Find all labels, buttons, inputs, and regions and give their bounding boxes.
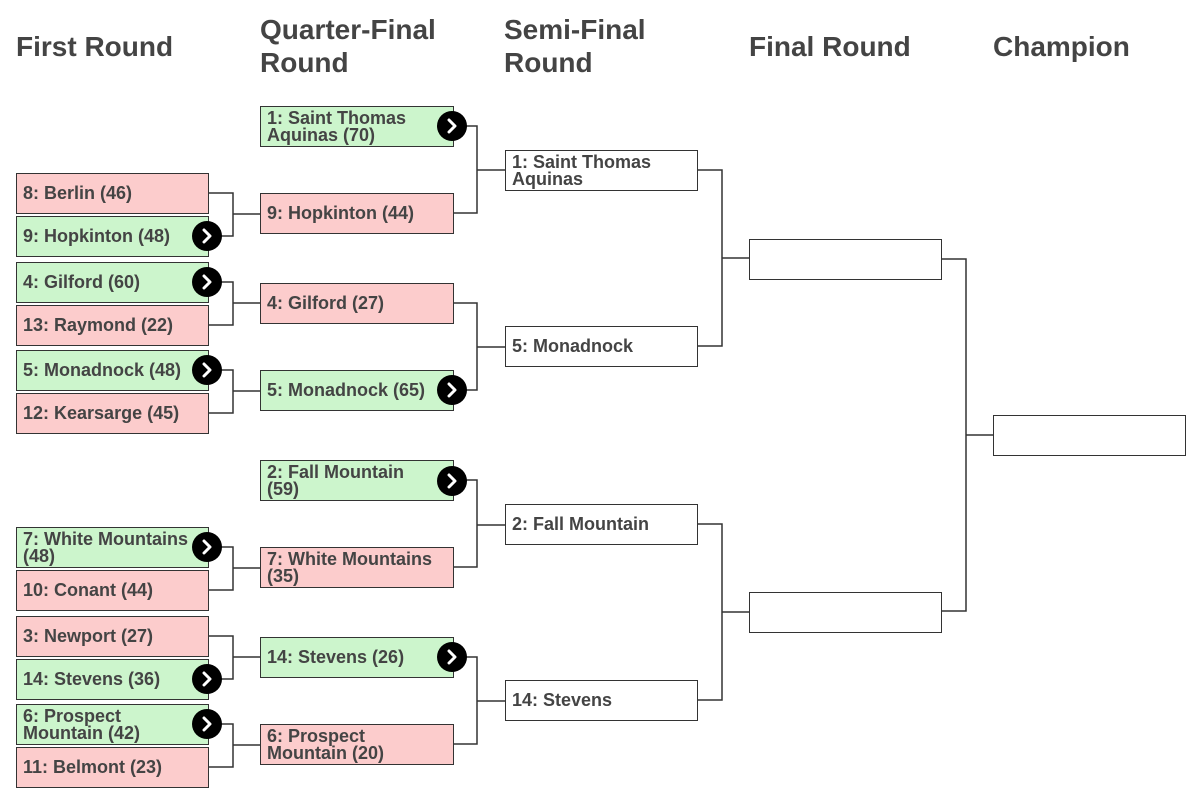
team-label: 13: Raymond (22): [23, 315, 174, 335]
quarter-final-slot[interactable]: 9: Hopkinton (44): [260, 193, 454, 234]
advance-button[interactable]: [192, 267, 222, 297]
chevron-right-icon: [202, 716, 212, 732]
advance-button[interactable]: [192, 355, 222, 385]
advance-button[interactable]: [192, 709, 222, 739]
chevron-right-icon: [447, 473, 457, 489]
round-header-quarter: Quarter-Final Round: [260, 14, 436, 78]
advance-button[interactable]: [192, 221, 222, 251]
team-label: 5: Monadnock (48): [23, 360, 182, 380]
first-round-slot[interactable]: 10: Conant (44): [16, 570, 209, 611]
round-header-first: First Round: [16, 31, 174, 62]
quarter-final-slot[interactable]: 5: Monadnock (65): [260, 370, 454, 411]
round-header-final: Final Round: [749, 31, 911, 62]
team-label: 1: Saint Thomas Aquinas (70): [267, 107, 407, 145]
team-label: 2: Fall Mountain: [512, 514, 649, 534]
first-round-slot[interactable]: 11: Belmont (23): [16, 747, 209, 788]
advance-button[interactable]: [192, 664, 222, 694]
team-label: 10: Conant (44): [23, 580, 154, 600]
advance-button[interactable]: [437, 375, 467, 405]
chevron-right-icon: [202, 228, 212, 244]
chevron-right-icon: [202, 362, 212, 378]
team-label: 4: Gilford (27): [267, 293, 385, 313]
team-label: 5: Monadnock (65): [267, 380, 426, 400]
advance-button[interactable]: [437, 642, 467, 672]
chevron-right-icon: [447, 382, 457, 398]
quarter-final-slot[interactable]: 14: Stevens (26): [260, 637, 454, 678]
quarter-final-slot[interactable]: 2: Fall Mountain (59): [260, 460, 454, 501]
first-round-slot[interactable]: 6: Prospect Mountain (42): [16, 704, 209, 745]
team-label: 7: White Mountains (35): [267, 548, 432, 586]
advance-button[interactable]: [437, 466, 467, 496]
first-round-slot[interactable]: 3: Newport (27): [16, 616, 209, 657]
semi-final-slot[interactable]: 14: Stevens: [505, 680, 698, 721]
team-label: 5: Monadnock: [512, 336, 634, 356]
first-round-slot[interactable]: 7: White Mountains (48): [16, 527, 209, 568]
team-label: 11: Belmont (23): [23, 757, 163, 777]
first-round-slot[interactable]: 14: Stevens (36): [16, 659, 209, 700]
team-label: 14: Stevens: [512, 690, 613, 710]
first-round-slot[interactable]: 4: Gilford (60): [16, 262, 209, 303]
chevron-right-icon: [202, 671, 212, 687]
advance-button[interactable]: [192, 532, 222, 562]
team-label: 12: Kearsarge (45): [23, 403, 180, 423]
team-label: 1: Saint Thomas Aquinas: [512, 151, 652, 189]
first-round-slot[interactable]: 9: Hopkinton (48): [16, 216, 209, 257]
team-label: 6: Prospect Mountain (20): [267, 725, 384, 763]
semi-final-slot[interactable]: 2: Fall Mountain: [505, 504, 698, 545]
team-label: 2: Fall Mountain (59): [267, 461, 404, 499]
first-round-slot[interactable]: 8: Berlin (46): [16, 173, 209, 214]
advance-button[interactable]: [437, 111, 467, 141]
team-label: 4: Gilford (60): [23, 272, 141, 292]
team-label: 14: Stevens (26): [267, 647, 405, 667]
team-label: 6: Prospect Mountain (42): [23, 705, 140, 743]
quarter-final-slot[interactable]: 7: White Mountains (35): [260, 547, 454, 588]
semi-final-slot[interactable]: 5: Monadnock: [505, 326, 698, 367]
team-label: 14: Stevens (36): [23, 669, 161, 689]
chevron-right-icon: [202, 539, 212, 555]
first-round-slot[interactable]: 5: Monadnock (48): [16, 350, 209, 391]
semi-final-slot[interactable]: 1: Saint Thomas Aquinas: [505, 150, 698, 191]
first-round-slot[interactable]: 12: Kearsarge (45): [16, 393, 209, 434]
final-round-slot[interactable]: [749, 592, 942, 633]
team-label: 9: Hopkinton (44): [267, 203, 414, 223]
champion-slot[interactable]: [993, 415, 1186, 456]
quarter-final-slot[interactable]: 4: Gilford (27): [260, 283, 454, 324]
round-header-semi: Semi-Final Round: [504, 14, 646, 78]
quarter-final-slot[interactable]: 1: Saint Thomas Aquinas (70): [260, 106, 454, 147]
team-label: 8: Berlin (46): [23, 183, 133, 203]
chevron-right-icon: [447, 649, 457, 665]
final-round-slot[interactable]: [749, 239, 942, 280]
round-header-champion: Champion: [993, 31, 1130, 62]
chevron-right-icon: [447, 118, 457, 134]
first-round-slot[interactable]: 13: Raymond (22): [16, 305, 209, 346]
team-label: 9: Hopkinton (48): [23, 226, 170, 246]
chevron-right-icon: [202, 274, 212, 290]
quarter-final-slot[interactable]: 6: Prospect Mountain (20): [260, 724, 454, 765]
team-label: 3: Newport (27): [23, 626, 154, 646]
team-label: 7: White Mountains (48): [23, 528, 188, 566]
